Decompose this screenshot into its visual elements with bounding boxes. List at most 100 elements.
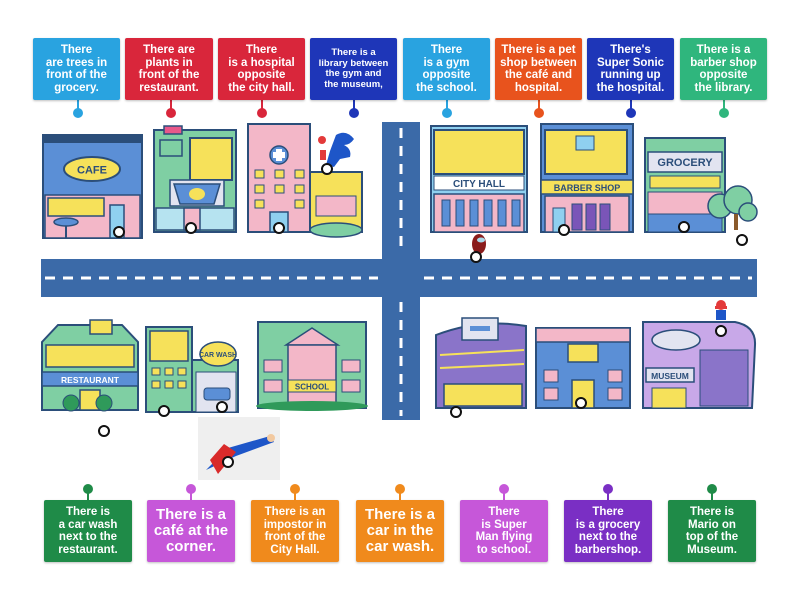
pin-line — [723, 100, 725, 110]
draggable-label[interactable]: There is a pet shop between the café and… — [495, 38, 582, 100]
pin-dot — [442, 108, 452, 118]
draggable-label[interactable]: There is a car in the car wash. — [356, 500, 444, 562]
pin-line — [399, 492, 401, 501]
car-wash-sign: CAR WASH — [199, 352, 237, 359]
museum-sign: MUSEUM — [651, 371, 689, 381]
label-text: There is a gym opposite the school. — [416, 44, 477, 94]
pin-line — [446, 100, 448, 110]
drop-spot-car-wash[interactable] — [158, 405, 170, 417]
pin-line — [630, 100, 632, 110]
pin-dot — [626, 108, 636, 118]
label-text: There are trees in front of the grocery. — [45, 44, 108, 94]
superman-character — [198, 417, 280, 480]
label-text: There is a car in the car wash. — [364, 506, 436, 555]
pin-dot — [83, 484, 93, 494]
label-text: There are plants in front of the restaur… — [138, 44, 200, 94]
school-sign: SCHOOL — [295, 383, 329, 392]
label-text: There is Mario on top of the Museum. — [685, 506, 739, 556]
drop-spot-mario[interactable] — [715, 325, 727, 337]
drop-spot-pet-shop[interactable] — [185, 222, 197, 234]
grocery-sign: GROCERY — [657, 157, 713, 169]
drop-spot-impostor[interactable] — [470, 251, 482, 263]
drop-spot-hospital[interactable] — [273, 222, 285, 234]
draggable-label[interactable]: There is a hospital opposite the city ha… — [218, 38, 305, 100]
restaurant-building: RESTAURANT — [41, 319, 139, 412]
pin-dot — [603, 484, 613, 494]
drop-spot-restaurant[interactable] — [98, 425, 110, 437]
label-text: There is an impostor in front of the Cit… — [263, 506, 327, 556]
pin-line — [353, 100, 355, 110]
road-network — [41, 122, 757, 420]
sonic-character — [316, 129, 360, 169]
pin-line — [607, 492, 609, 501]
label-text: There is a hospital opposite the city ha… — [228, 44, 295, 94]
museum-building: MUSEUM — [642, 321, 757, 409]
pin-line — [77, 100, 79, 110]
pet-shop-building — [153, 125, 237, 233]
city-hall-building: CITY HALL — [430, 125, 528, 233]
mario-character — [715, 300, 727, 320]
pin-dot — [707, 484, 717, 494]
car-wash-building: CAR WASH — [145, 326, 239, 413]
draggable-label[interactable]: There is a gym opposite the school. — [403, 38, 490, 100]
label-text: There is Super Man flying to school. — [475, 506, 533, 556]
pin-dot — [349, 108, 359, 118]
pin-line — [503, 492, 505, 501]
draggable-label[interactable]: There is a car wash next to the restaura… — [44, 500, 132, 562]
cafe-sign: CAFE — [77, 165, 107, 177]
draggable-label[interactable]: There is Mario on top of the Museum. — [668, 500, 756, 562]
label-text: There is a café at the corner. — [153, 506, 229, 555]
draggable-label[interactable]: There are trees in front of the grocery. — [33, 38, 120, 100]
pin-line — [190, 492, 192, 501]
label-text: There's Super Sonic running up the hospi… — [596, 44, 665, 94]
grocery-building: GROCERY — [644, 137, 758, 233]
pin-dot — [186, 484, 196, 494]
draggable-label[interactable]: There is a café at the corner. — [147, 500, 235, 562]
label-text: There is a barber shop opposite the libr… — [690, 44, 757, 94]
label-text: There is a grocery next to the barbersho… — [574, 506, 642, 556]
pin-dot — [499, 484, 509, 494]
restaurant-sign: RESTAURANT — [61, 375, 120, 385]
draggable-label[interactable]: There is a library between the gym and t… — [310, 38, 397, 100]
draggable-label[interactable]: There is a barber shop opposite the libr… — [680, 38, 767, 100]
cafe-building: CAFE — [42, 134, 143, 239]
draggable-label[interactable]: There is Super Man flying to school. — [460, 500, 548, 562]
drop-spot-gym[interactable] — [450, 406, 462, 418]
pin-dot — [166, 108, 176, 118]
pin-dot — [257, 108, 267, 118]
label-text: There is a library between the gym and t… — [318, 47, 389, 90]
pin-line — [261, 100, 263, 110]
pin-dot — [290, 484, 300, 494]
library-building — [535, 327, 631, 409]
label-text: There is a pet shop between the café and… — [500, 44, 577, 94]
draggable-label[interactable]: There are plants in front of the restaur… — [125, 38, 213, 100]
pin-dot — [534, 108, 544, 118]
drop-spot-sonic[interactable] — [321, 163, 333, 175]
gym-building — [435, 317, 527, 409]
impostor-character — [472, 234, 486, 254]
drop-spot-library[interactable] — [575, 397, 587, 409]
pin-line — [170, 100, 172, 110]
city-hall-sign: CITY HALL — [453, 179, 505, 190]
drop-spot-car[interactable] — [216, 401, 228, 413]
draggable-label[interactable]: There is a grocery next to the barbersho… — [564, 500, 652, 562]
pin-line — [538, 100, 540, 110]
draggable-label[interactable]: There's Super Sonic running up the hospi… — [587, 38, 674, 100]
pin-dot — [719, 108, 729, 118]
barber-shop-building: BARBER SHOP — [540, 123, 634, 233]
pin-dot — [73, 108, 83, 118]
label-text: There is a car wash next to the restaura… — [58, 506, 118, 556]
school-building: SCHOOL — [256, 321, 368, 411]
pin-line — [87, 492, 89, 501]
drop-spot-trees[interactable] — [736, 234, 748, 246]
drop-spot-barber-shop[interactable] — [558, 224, 570, 236]
barber-shop-sign: BARBER SHOP — [554, 183, 621, 193]
pin-dot — [395, 484, 405, 494]
pin-line — [711, 492, 713, 501]
draggable-label[interactable]: There is an impostor in front of the Cit… — [251, 500, 339, 562]
pin-line — [294, 492, 296, 501]
drop-spot-cafe[interactable] — [113, 226, 125, 238]
drop-spot-grocery[interactable] — [678, 221, 690, 233]
drop-spot-superman[interactable] — [222, 456, 234, 468]
